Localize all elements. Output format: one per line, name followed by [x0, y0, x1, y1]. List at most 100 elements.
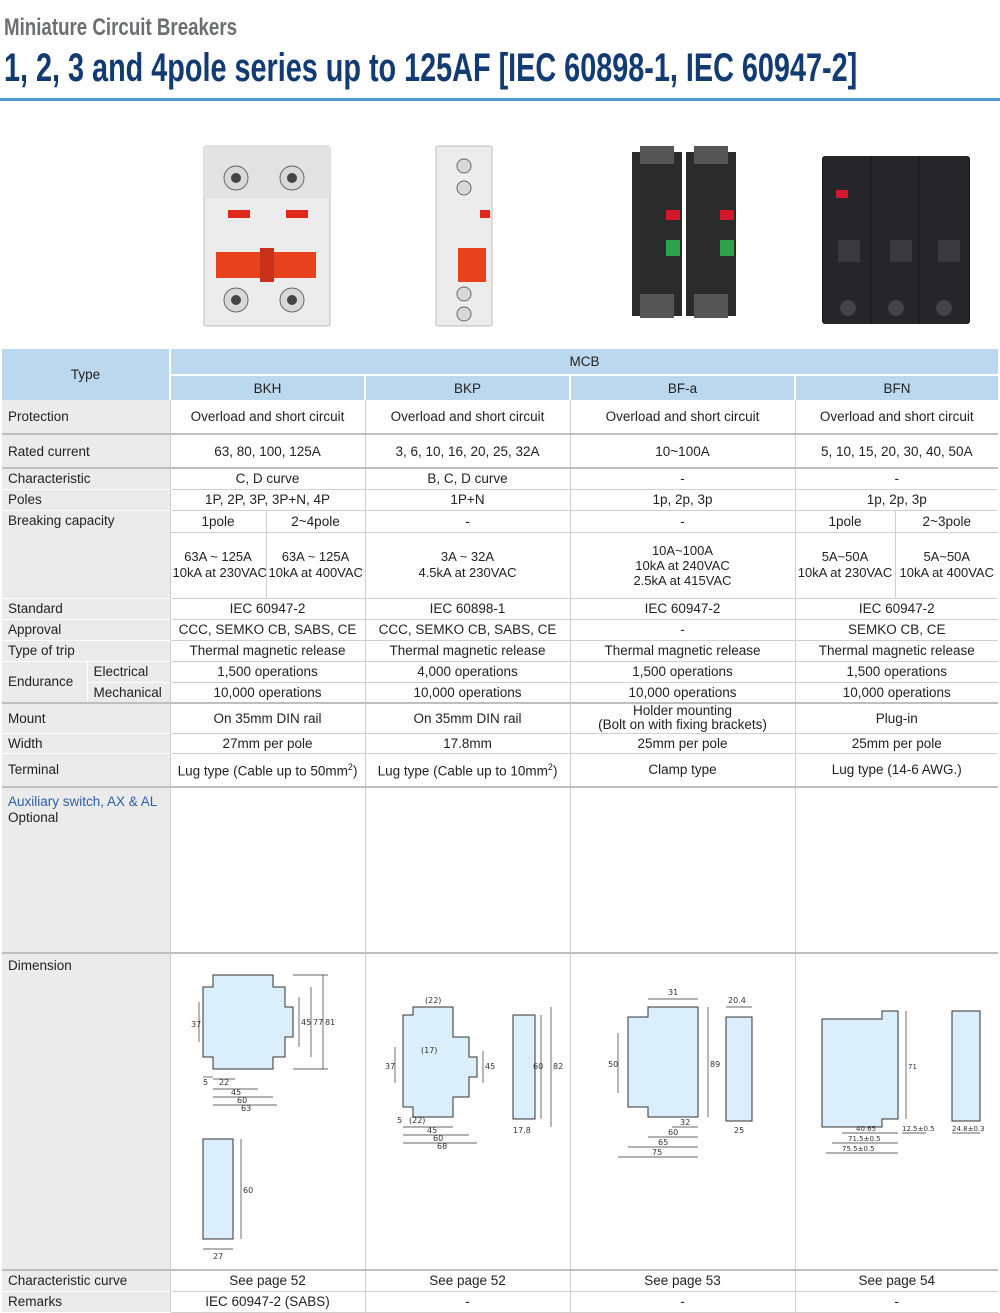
- mcb-group-header: MCB: [170, 349, 999, 376]
- characteristic-bfa: -: [569, 468, 795, 490]
- bkh-dim-45b: 45: [231, 1088, 241, 1097]
- auxiliary-optional-label: Optional: [8, 810, 59, 825]
- bkh-side-dim-27: 27: [213, 1252, 223, 1261]
- width-bfn: 25mm per pole: [794, 733, 999, 754]
- auxiliary-label: Auxiliary switch, AX & AL: [8, 794, 158, 809]
- rated-current-bkp: 3, 6, 10, 16, 20, 25, 32A: [364, 434, 570, 469]
- characteristic-bkh: C, D curve: [169, 468, 365, 490]
- type-header: Type: [2, 349, 171, 400]
- row-label-mechanical: Mechanical: [86, 682, 170, 704]
- auxiliary-bkp: [364, 787, 570, 954]
- dimension-bfa: 31 20.4 50 89 32 60 65 75 25: [569, 953, 795, 1271]
- col-header-bkh: BKH: [170, 375, 366, 400]
- bkp-dim-45b: 45: [427, 1126, 437, 1135]
- bkp-dim-60b: 60: [433, 1134, 443, 1143]
- curve-bkh: See page 52: [169, 1270, 365, 1292]
- poles-bkp: 1P+N: [364, 489, 570, 511]
- electrical-bfn: 1,500 operations: [794, 661, 999, 683]
- bkh-dim-45: 45: [301, 1018, 311, 1027]
- bfn-breaker-image: [822, 156, 970, 324]
- approval-bkp: CCC, SEMKO CB, SABS, CE: [364, 619, 570, 641]
- header-rule: [0, 98, 1000, 101]
- row-label-characteristic-curve: Characteristic curve: [2, 1270, 170, 1292]
- bfa-dim-75: 75: [652, 1148, 662, 1157]
- bkh-dim-37: 37: [191, 1020, 201, 1029]
- breaking-bkp-rating: 4.5kA at 230VAC: [418, 565, 517, 580]
- row-label-rated-current: Rated current: [2, 434, 170, 469]
- curve-bfa: See page 53: [569, 1270, 795, 1292]
- bfn-dim-71: 71: [908, 1063, 917, 1071]
- breaking-bkh-multi: 63A ~ 125A 10kA at 400VAC: [265, 532, 365, 599]
- breaking-bfa-range: 10A~100A: [651, 542, 714, 558]
- bfa-dim-25: 25: [734, 1126, 744, 1135]
- bkh-dim-81: 81: [325, 1018, 335, 1027]
- bfa-dim-32: 32: [680, 1118, 690, 1127]
- bfa-dim-89: 89: [710, 1060, 720, 1069]
- bfn-dim-71-5: 71.5±0.5: [848, 1135, 881, 1143]
- row-label-electrical: Electrical: [86, 661, 170, 683]
- protection-bfa: Overload and short circuit: [569, 400, 795, 435]
- bkh-dim-5: 5: [203, 1078, 208, 1087]
- standard-bkh: IEC 60947-2: [169, 598, 365, 620]
- bkp-dim-82: 82: [553, 1062, 563, 1071]
- bkp-dim-17: (17): [421, 1046, 437, 1055]
- bkp-dimension-drawing: (22) (17) 37 45 60 82 5 (22) 45 60 68 17…: [385, 996, 563, 1151]
- breaking-bkh-1pole-rating: 10kA at 230VAC: [172, 565, 267, 580]
- breaking-bfn-multi: 5A~50A 10kA at 400VAC: [894, 532, 999, 599]
- auxiliary-bkh: [169, 787, 365, 954]
- breaking-bkh-1pole: 63A ~ 125A 10kA at 230VAC: [169, 532, 267, 599]
- row-label-width: Width: [2, 733, 170, 754]
- row-label-auxiliary: Auxiliary switch, AX & AL Optional: [2, 787, 170, 954]
- col-header-bfa: BF-a: [570, 375, 796, 400]
- remarks-bfn: -: [794, 1291, 999, 1313]
- protection-bkp: Overload and short circuit: [364, 400, 570, 435]
- terminal-bkp: Lug type (Cable up to 10mm2): [364, 753, 570, 788]
- trip-bfa: Thermal magnetic release: [569, 640, 795, 662]
- mechanical-bkp: 10,000 operations: [364, 682, 570, 704]
- bfn-dim-75-5: 75.5±0.5: [842, 1145, 875, 1153]
- mechanical-bfn: 10,000 operations: [794, 682, 999, 704]
- trip-bkp: Thermal magnetic release: [364, 640, 570, 662]
- breaking-bfn-1pole-head: 1pole: [794, 510, 895, 533]
- breaking-bkp: 3A ~ 32A 4.5kA at 230VAC: [364, 532, 570, 599]
- row-label-terminal: Terminal: [2, 753, 170, 788]
- bkp-dim-60: 60: [533, 1062, 543, 1071]
- breaking-bkh-1pole-range: 63A ~ 125A: [184, 549, 252, 564]
- breaking-bfn-multi-range: 5A~50A: [923, 549, 971, 564]
- curve-bfn: See page 54: [794, 1270, 999, 1292]
- breaking-bfn-multi-head: 2~3pole: [894, 510, 999, 533]
- bkh-side-dim-60: 60: [243, 1186, 253, 1195]
- bkp-dim-37: 37: [385, 1062, 395, 1071]
- mechanical-bkh: 10,000 operations: [169, 682, 365, 704]
- bkh-dim-77: 77: [313, 1018, 323, 1027]
- bfa-dim-20-4: 20.4: [728, 996, 746, 1005]
- dimension-bfn: 71 40.65 12.5±0.5 71.5±0.5 75.5±0.5 24.8…: [794, 953, 999, 1271]
- breaking-bfa: 10A~100A 10kA at 240VAC 2.5kA at 415VAC: [569, 532, 795, 599]
- bkh-dim-22: 22: [219, 1078, 229, 1087]
- row-label-poles: Poles: [2, 489, 170, 511]
- breaking-bkh-multi-head: 2~4pole: [265, 510, 365, 533]
- row-label-standard: Standard: [2, 598, 170, 620]
- row-label-characteristic: Characteristic: [2, 468, 170, 490]
- bfn-dimension-drawing: 71 40.65 12.5±0.5 71.5±0.5 75.5±0.5 24.8…: [821, 1010, 985, 1153]
- row-label-dimension: Dimension: [2, 953, 170, 1271]
- protection-bkh: Overload and short circuit: [169, 400, 365, 435]
- width-bkh: 27mm per pole: [169, 733, 365, 754]
- standard-bfn: IEC 60947-2: [794, 598, 999, 620]
- poles-bkh: 1P, 2P, 3P, 3P+N, 4P: [169, 489, 365, 511]
- breaking-bfn-1pole-range: 5A~50A: [821, 549, 869, 564]
- characteristic-bkp: B, C, D curve: [364, 468, 570, 490]
- mount-bkp: On 35mm DIN rail: [364, 703, 570, 734]
- breaking-bkp-head: -: [364, 510, 570, 533]
- product-images: [0, 104, 1000, 348]
- bkp-breaker-image: [435, 145, 493, 327]
- mount-bfa: Holder mounting (Bolt on with fixing bra…: [569, 703, 795, 734]
- breaking-bfn-1pole-rating: 10kA at 230VAC: [797, 565, 893, 580]
- breaking-bfn-1pole: 5A~50A 10kA at 230VAC: [794, 532, 895, 599]
- bfn-dim-24-8: 24.8±0.3: [952, 1125, 985, 1133]
- page-header: Miniature Circuit Breakers 1, 2, 3 and 4…: [0, 0, 1000, 104]
- page-subtitle: Miniature Circuit Breakers: [4, 14, 238, 41]
- breaking-bkp-range: 3A ~ 32A: [440, 549, 495, 564]
- mount-bfn: Plug-in: [794, 703, 999, 734]
- breaking-bfn-multi-rating: 10kA at 400VAC: [899, 565, 994, 580]
